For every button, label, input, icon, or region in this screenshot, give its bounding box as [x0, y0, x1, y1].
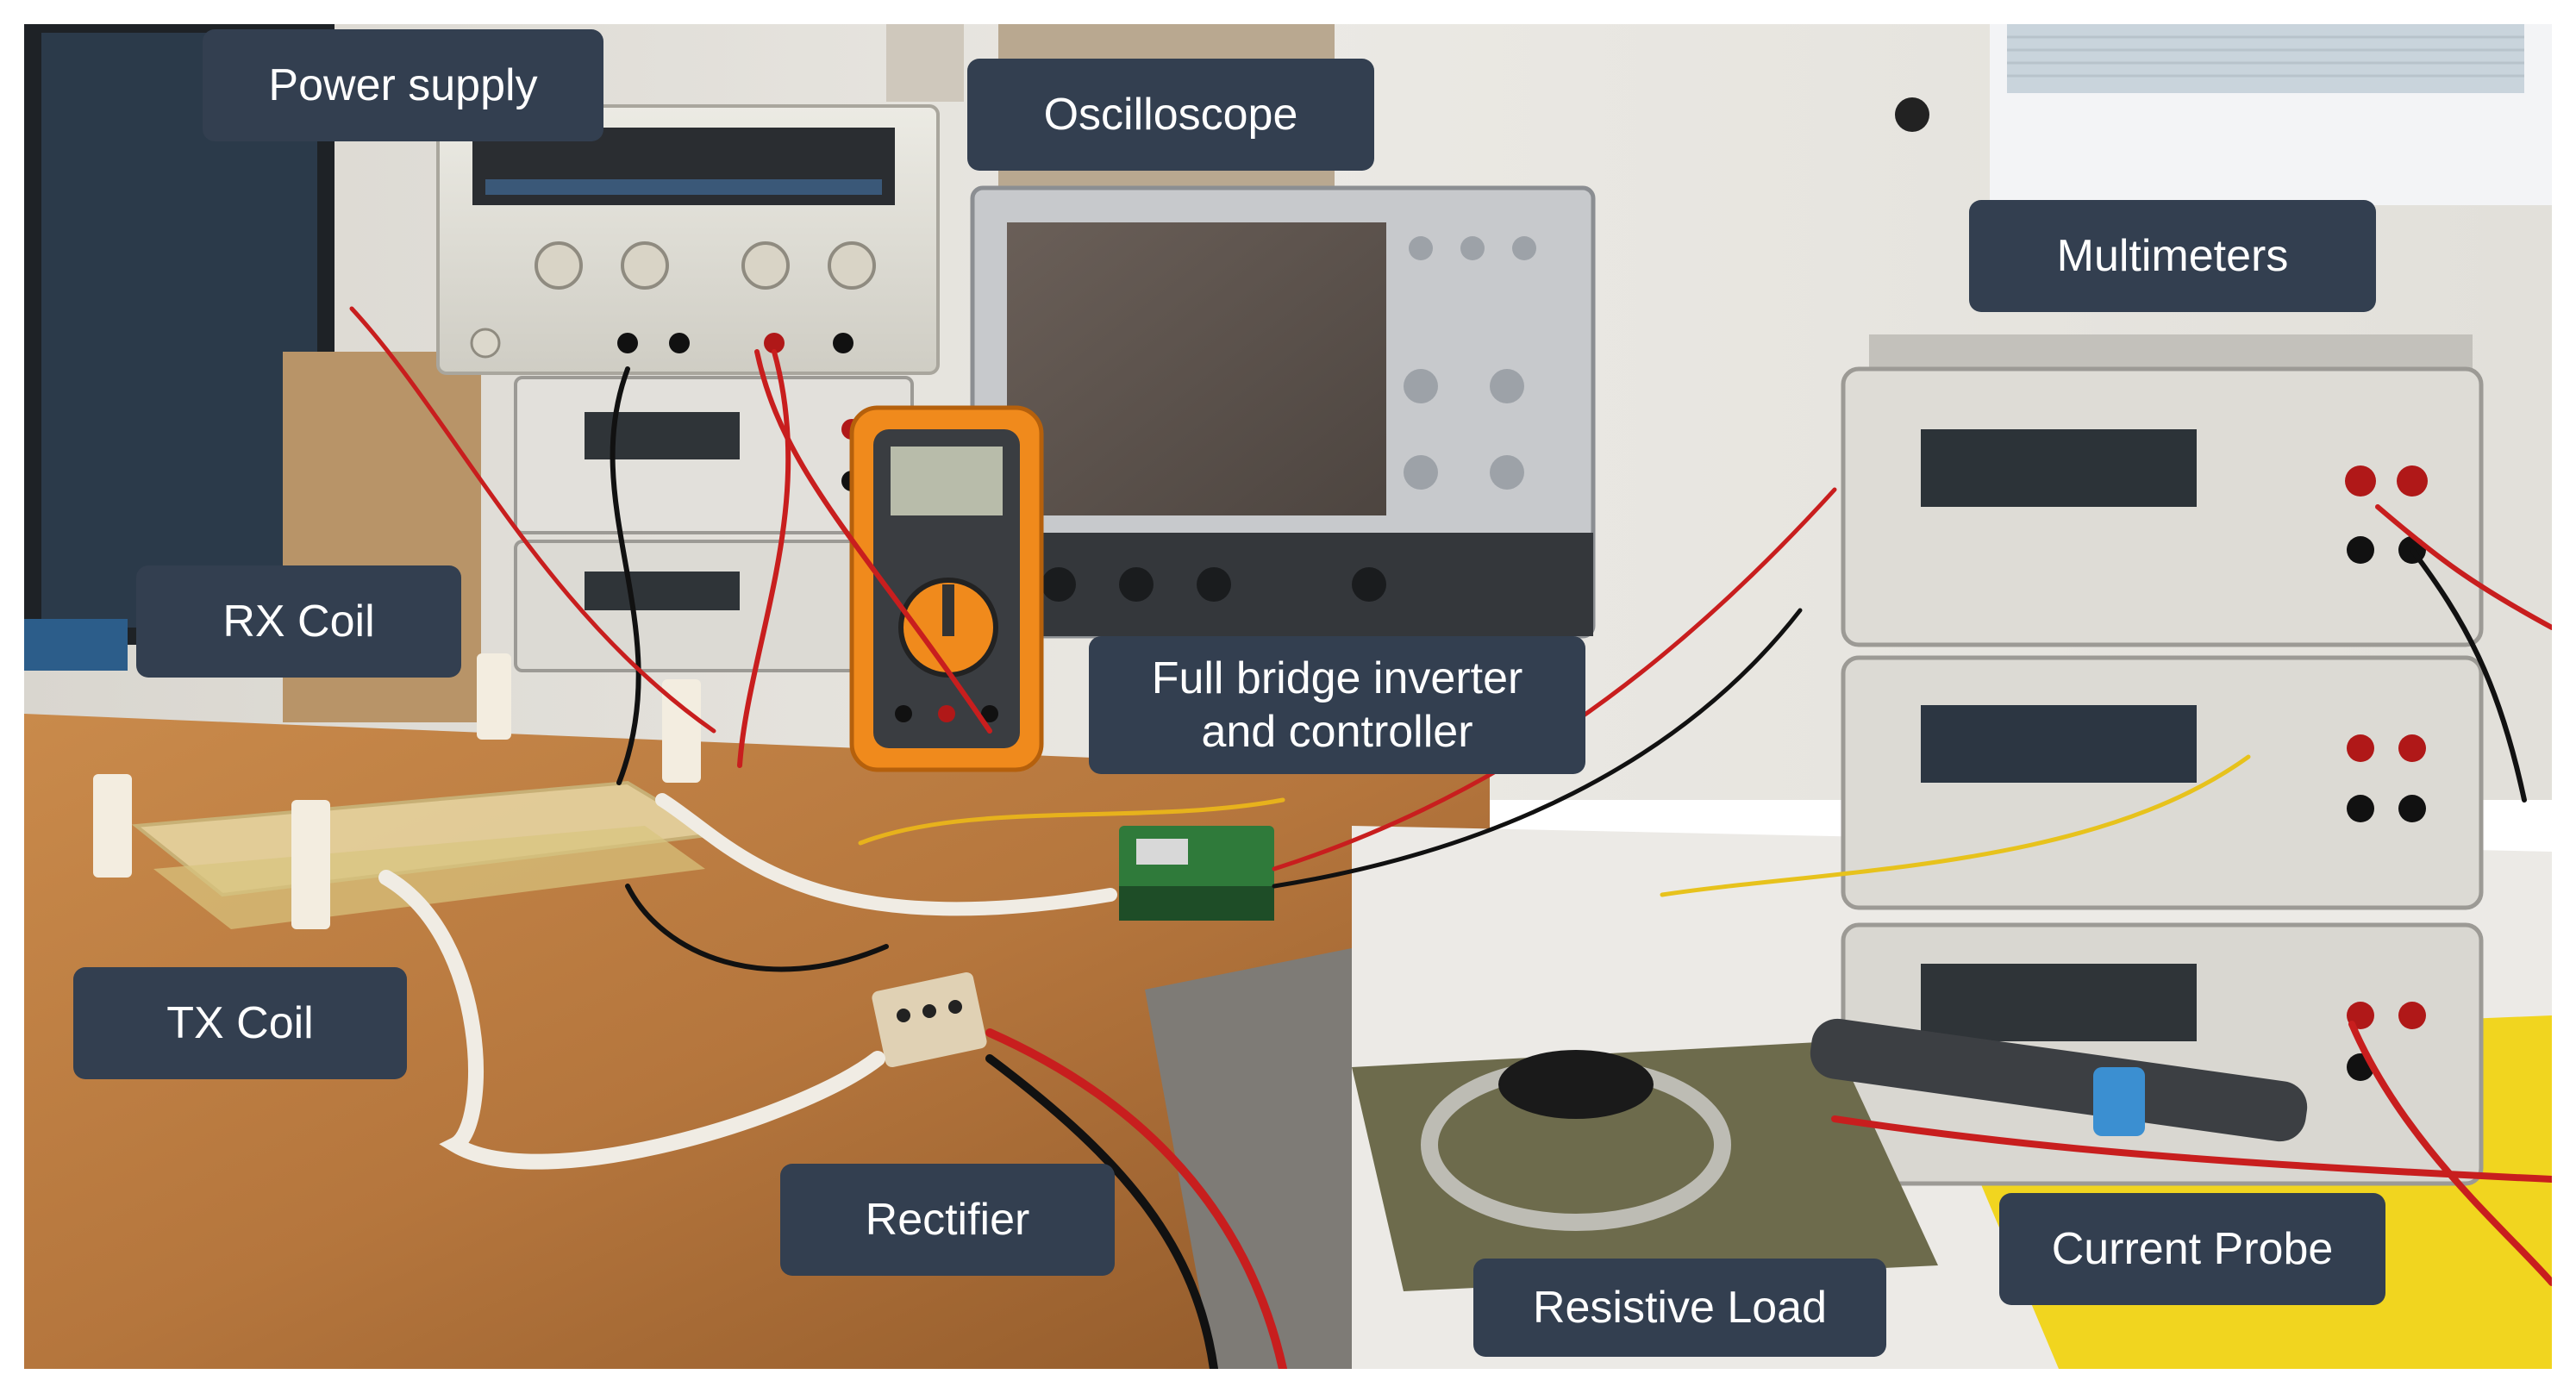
- label-power-supply: Power supply: [203, 29, 603, 141]
- label-resistive-load: Resistive Load: [1473, 1259, 1886, 1357]
- label-multimeters: Multimeters: [1969, 200, 2376, 312]
- label-current-probe-text: Current Probe: [2051, 1224, 2334, 1274]
- current-probe: [1810, 1018, 2308, 1142]
- label-inverter: Full bridge inverter and controller: [1089, 636, 1585, 774]
- label-tx-coil: TX Coil: [73, 967, 407, 1079]
- label-tx-coil-text: TX Coil: [166, 998, 314, 1048]
- rectifier-board: [872, 971, 987, 1068]
- label-power-supply-text: Power supply: [268, 60, 538, 110]
- label-oscilloscope-text: Oscilloscope: [1043, 90, 1298, 140]
- handheld-multimeter: [849, 405, 1044, 772]
- lab-setup-photo: Power supply Oscilloscope Multimeters RX…: [24, 24, 2552, 1369]
- label-oscilloscope: Oscilloscope: [967, 59, 1374, 171]
- label-current-probe: Current Probe: [1999, 1193, 2385, 1305]
- power-supply-device: [436, 104, 940, 375]
- label-inverter-line1: Full bridge inverter: [1151, 653, 1523, 703]
- label-rectifier-text: Rectifier: [865, 1195, 1030, 1245]
- oscilloscope-device: [970, 185, 1596, 639]
- label-inverter-line2: and controller: [1201, 707, 1473, 757]
- label-resistive-load-text: Resistive Load: [1532, 1283, 1828, 1333]
- multimeter-stack: [1841, 334, 2484, 1186]
- label-rx-coil: RX Coil: [136, 565, 461, 678]
- resistive-load: [1352, 1041, 1938, 1291]
- label-multimeters-text: Multimeters: [2056, 231, 2289, 281]
- coil-assembly: [93, 653, 720, 929]
- label-rx-coil-text: RX Coil: [222, 597, 375, 647]
- inverter-board: [1119, 826, 1274, 921]
- label-rectifier: Rectifier: [780, 1164, 1115, 1276]
